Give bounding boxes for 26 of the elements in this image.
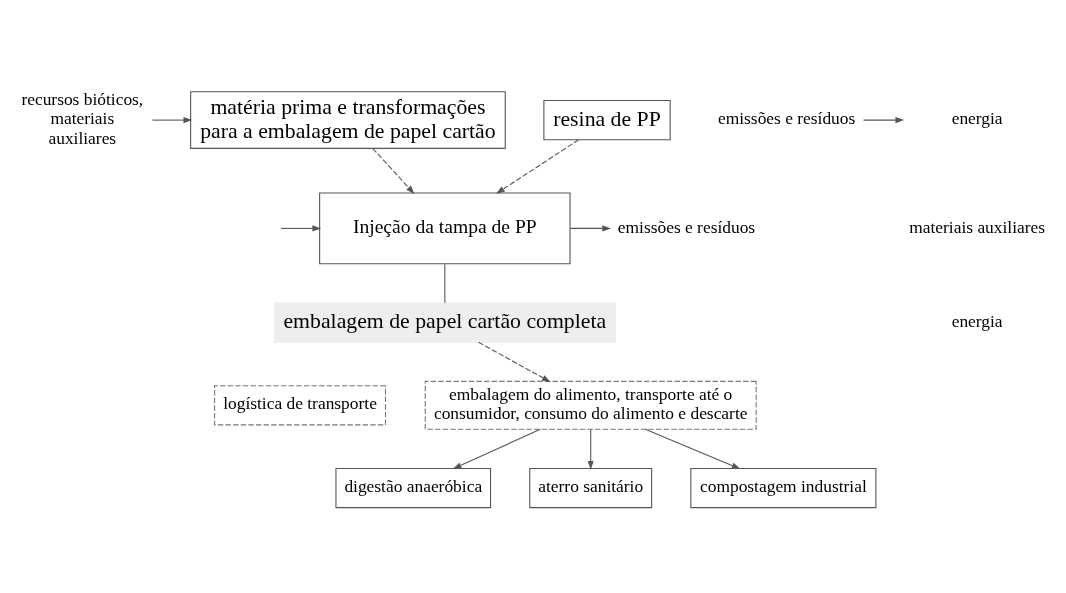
connector (444, 263, 446, 303)
arrow (496, 138, 579, 194)
node-text: emissões e resíduos (718, 107, 856, 128)
arrow (478, 341, 551, 382)
node-box: embalagem do alimento, transporte até o consumidor, consumo do alimento e descarte (424, 380, 757, 430)
arrow (452, 428, 541, 469)
node-box: digestão anaeróbica (335, 467, 492, 508)
arrow (372, 147, 415, 194)
node-box: aterro sanitário (529, 467, 653, 508)
node-box: logística de transporte (214, 384, 387, 425)
arrow (569, 224, 612, 231)
label: energia (951, 107, 1003, 128)
arrow (151, 116, 193, 123)
node-box: embalagem de papel cartão completa (273, 301, 616, 343)
label: materiais auxiliares (909, 216, 1046, 237)
arrow (587, 428, 594, 470)
arrow (863, 116, 905, 123)
node-text: emissões e resíduos (617, 216, 756, 237)
node-box: resina de PP (543, 99, 671, 140)
arrow (644, 428, 741, 469)
node-box: matéria prima e transformações para a embalagem de papel cartão (190, 90, 506, 149)
arrow (280, 224, 322, 231)
node-text: recursos bióticos, materiais auxiliares (21, 88, 144, 148)
node-box: compostagem industrial (690, 467, 877, 508)
label: energia (951, 310, 1003, 331)
node-box: Injeção da tampa de PP (319, 192, 571, 264)
